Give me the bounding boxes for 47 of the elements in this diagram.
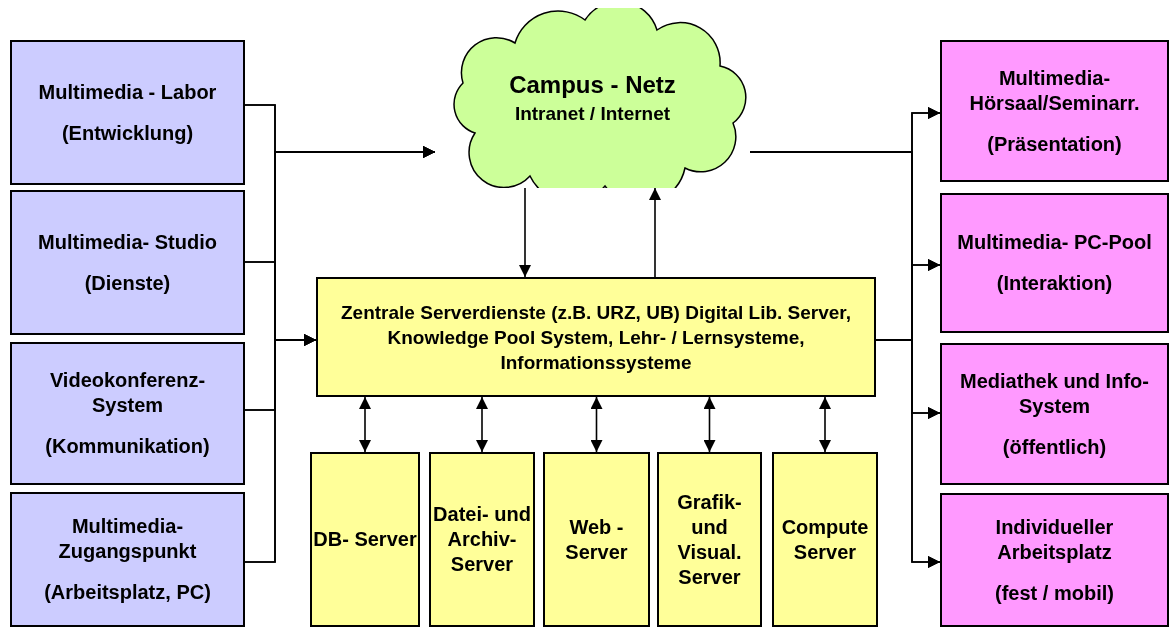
source-box	[10, 40, 245, 185]
arrow	[359, 396, 371, 453]
box-title: Web - Server	[564, 514, 629, 565]
arrow	[590, 396, 603, 453]
box-title: Multimedia- Hörsaal/Seminarr.	[968, 65, 1141, 116]
source-box	[10, 190, 245, 335]
box-subtitle: (fest / mobil)	[995, 580, 1114, 606]
box-title: Zentrale Serverdienste (z.B. URZ, UB) Digital Lib. Server, Knowledge Pool System, Lehr- / Lernsysteme, Informationssysteme	[340, 300, 852, 375]
server-services-box	[316, 277, 876, 397]
box-title: Grafik- und Visual. Server	[676, 489, 743, 590]
server-box	[310, 452, 420, 627]
box-title: Multimedia- PC-Pool	[957, 230, 1152, 255]
cloud-title: Campus - Netz	[509, 71, 676, 99]
box-title: Multimedia - Labor	[38, 79, 217, 105]
box-subtitle: (Präsentation)	[987, 131, 1122, 157]
source-box	[10, 492, 245, 627]
box-title: Compute Server	[780, 514, 870, 565]
arrow	[703, 396, 716, 453]
server-box	[543, 452, 650, 627]
box-subtitle: (Arbeitsplatz, PC)	[44, 580, 211, 605]
server-box	[657, 452, 762, 627]
box-subtitle: (Entwicklung)	[61, 120, 194, 146]
box-title: DB- Server	[313, 527, 417, 552]
output-box	[940, 493, 1169, 627]
box-subtitle: (Interaktion)	[996, 271, 1113, 296]
output-box	[940, 343, 1169, 485]
source-box	[10, 342, 245, 485]
box-title: Multimedia- Studio	[38, 229, 217, 255]
arrow	[244, 334, 317, 563]
server-box	[429, 452, 535, 627]
box-title: Videokonferenz- System	[48, 368, 207, 418]
cloud-subtitle: Intranet / Internet	[514, 103, 671, 125]
arrow	[819, 396, 831, 453]
box-title: Datei- und Archiv- Server	[432, 502, 532, 577]
arrow	[875, 339, 941, 568]
output-box	[940, 193, 1169, 333]
arrow	[519, 187, 531, 278]
server-box	[772, 452, 878, 627]
box-subtitle: (Kommunikation)	[45, 434, 210, 459]
box-subtitle: (öffentlich)	[1002, 434, 1107, 460]
box-title: Multimedia- Zugangspunkt	[57, 514, 198, 564]
arrow	[649, 187, 661, 278]
box-title: Individueller Arbeitsplatz	[994, 514, 1115, 565]
box-subtitle: (Dienste)	[84, 270, 171, 296]
box-title: Mediathek und Info-System	[959, 368, 1150, 419]
arrow	[476, 396, 488, 453]
output-box	[940, 40, 1169, 182]
